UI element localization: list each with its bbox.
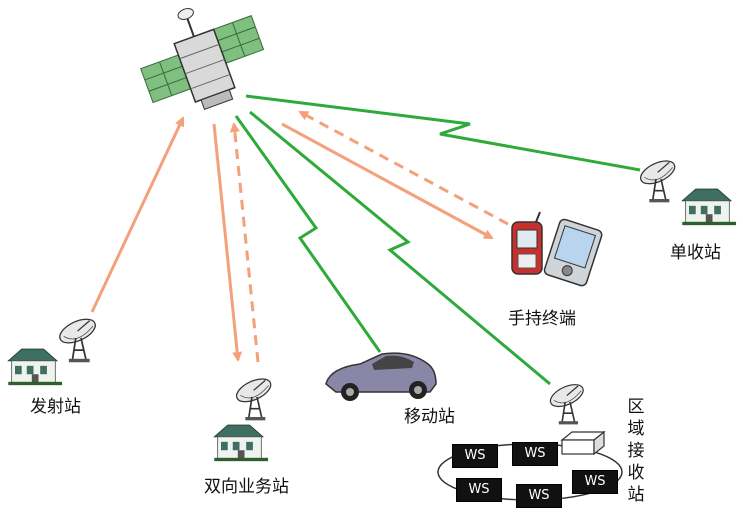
dish-antenna-icon <box>636 155 679 204</box>
mobile-phone-icon <box>511 211 543 275</box>
dish-antenna-icon <box>232 373 275 422</box>
handheld-terminal-label: 手持终端 <box>508 309 576 329</box>
pda-icon <box>543 218 603 287</box>
workstation-1: WS <box>452 444 498 468</box>
regional-receive-station <box>437 379 623 501</box>
workstation-4: WS <box>516 484 562 508</box>
house-icon <box>213 424 269 462</box>
two-way-station-label: 双向业务站 <box>204 477 289 497</box>
downlink-beams <box>234 94 641 386</box>
dish-antenna-icon <box>55 313 100 364</box>
transmit-station-label: 发射站 <box>30 397 81 417</box>
house-icon <box>681 188 737 226</box>
workstation-2: WS <box>512 442 558 466</box>
receive-only-station-label: 单收站 <box>670 243 721 263</box>
uplink-beams <box>90 110 509 363</box>
mobile-station-label: 移动站 <box>404 407 455 427</box>
handheld-terminal-devices <box>511 211 603 287</box>
dish-antenna-icon <box>546 379 588 426</box>
regional-receive-station-label: 区域接收站 <box>627 397 645 505</box>
workstation-5: WS <box>572 470 618 494</box>
two-way-station <box>213 373 275 462</box>
satellite-icon <box>140 8 265 110</box>
car-icon <box>325 352 437 401</box>
transmit-station <box>7 313 100 386</box>
server-icon <box>560 430 606 456</box>
receive-only-station <box>636 155 737 226</box>
workstation-3: WS <box>456 478 502 502</box>
house-icon <box>7 348 63 386</box>
